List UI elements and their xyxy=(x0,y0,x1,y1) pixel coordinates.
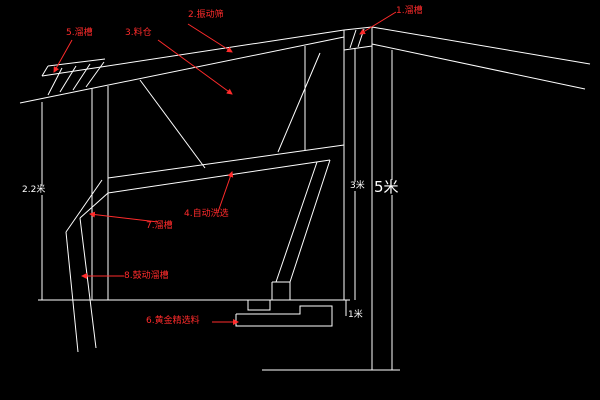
hopper-diagonal-left xyxy=(139,79,206,169)
arrow-vibrating-screen xyxy=(187,23,233,53)
sorter-deck-lower xyxy=(107,159,331,194)
label-vibrating-screen: 2.振动筛 xyxy=(188,10,224,20)
label-shaking-chute: 8.鼓动溜槽 xyxy=(124,271,169,281)
label-chute-1: 1.溜槽 xyxy=(396,6,423,16)
leader-arrows xyxy=(53,11,397,325)
gold-concentrate-box xyxy=(235,305,333,327)
label-chute-5: 5.溜槽 xyxy=(66,28,93,38)
dim-label-2-2m: 2.2米 xyxy=(22,185,46,195)
chute-1-box xyxy=(343,26,373,51)
sorter-deck-upper xyxy=(107,144,345,179)
screen-left-top xyxy=(47,58,106,67)
step-upper xyxy=(247,300,271,311)
feed-belt-lower xyxy=(371,43,586,90)
screen-lower-edge xyxy=(19,36,345,104)
arrow-chute-1 xyxy=(359,11,397,35)
discharge-leg-left xyxy=(275,161,318,283)
chute-7-outer xyxy=(65,179,103,233)
screen-upper-edge xyxy=(41,29,345,77)
feed-belt-upper xyxy=(371,26,591,65)
arrow-auto-sorter xyxy=(217,171,234,213)
arrow-hopper xyxy=(157,39,233,95)
discharge-leg-right xyxy=(289,159,331,283)
chute-7-upper xyxy=(79,192,109,219)
dim-label-3m: 3米 xyxy=(350,181,365,191)
label-hopper: 3.料仓 xyxy=(125,28,152,38)
label-auto-sorter: 4.自动洗选 xyxy=(184,209,229,219)
dim-label-1m: 1米 xyxy=(348,310,363,320)
chute-5-hatch xyxy=(47,61,105,96)
chute-8-outer xyxy=(65,231,79,353)
hopper-diagonal-right xyxy=(277,52,321,153)
dim-label-5m: 5米 xyxy=(374,178,399,196)
chute-8-inner xyxy=(79,217,97,349)
structure-lines xyxy=(19,26,591,371)
label-gold-concentrate: 6.黄金精选料 xyxy=(146,316,200,326)
arrow-chute-7 xyxy=(89,211,159,223)
label-chute-7: 7.溜槽 xyxy=(146,221,173,231)
arrow-chute-5 xyxy=(53,39,73,73)
screen-left-lip xyxy=(41,65,49,77)
